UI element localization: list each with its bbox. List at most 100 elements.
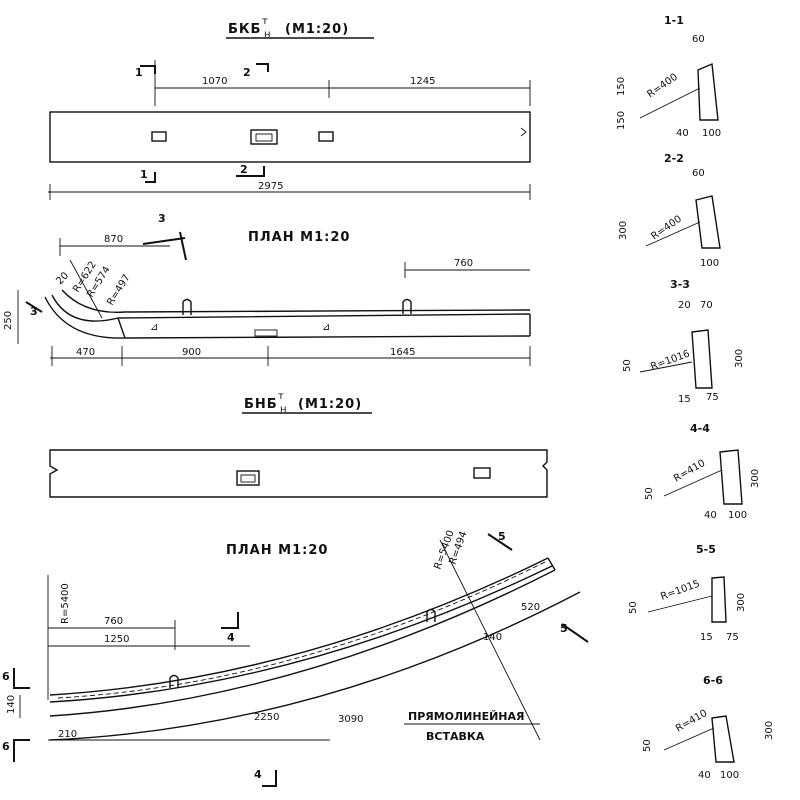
plan2-note-line1: ПРЯМОЛИНЕЙНАЯ	[408, 710, 525, 723]
plan1-dim-470: 470	[76, 347, 95, 358]
plan2-dim-140-right: 140	[483, 632, 502, 643]
plan2-beam-axis	[57, 561, 546, 699]
plan1-beam-inner-top	[61, 289, 531, 314]
plan2-section-5-top	[487, 533, 513, 551]
plan1-dim-870: 870	[104, 234, 123, 245]
beam-hole-left	[151, 131, 167, 142]
plan2-section-4-bottom	[262, 770, 277, 787]
section-6-6-label: 6-6	[703, 674, 723, 687]
dim-1245: 1245	[410, 76, 435, 87]
drawing2-elevation: БНБ т н (М1:20)	[49, 391, 548, 498]
section-6-6-dim-100: 100	[720, 770, 739, 781]
plan2-beam-bottom-edge	[49, 591, 581, 741]
section-1-1: 1-1 60 150 150 R=400 40 100	[616, 14, 721, 139]
section-4-4-profile	[719, 449, 743, 505]
section-mark-1-top: 1	[135, 66, 143, 79]
section-arrow-1-top	[140, 65, 156, 74]
plan1-mark-3-side: 3	[30, 305, 38, 318]
section-1-1-dim-40: 40	[676, 128, 689, 139]
drawing1-scale: (М1:20)	[285, 22, 349, 37]
plan1-marker-left: ⊿	[150, 322, 158, 333]
plan1-loop-right	[402, 298, 412, 314]
section-4-4-dim-100: 100	[728, 510, 747, 521]
drawing1-elevation: БКБ т н (М1:20) 1070 1245 1 2 1 2 2975	[48, 16, 531, 200]
plan2-note-line2: ВСТАВКА	[426, 730, 485, 743]
section-5-5-dim-50: 50	[628, 601, 639, 614]
plan1-marker-right: ⊿	[322, 322, 330, 333]
plan2-dim-3090: 3090	[338, 714, 363, 725]
plan2-title: ПЛАН М1:20	[226, 543, 328, 558]
plan1-loop-left	[182, 298, 192, 315]
plan1-dim-20: 20	[54, 270, 71, 287]
plan1-mark-3-top: 3	[158, 212, 166, 225]
drawing2-title-sup: т	[278, 391, 284, 402]
section-3-3-dim-50: 50	[622, 359, 633, 372]
plan2-dim-2250: 2250	[254, 712, 279, 723]
section-2-2-label: 2-2	[664, 152, 684, 165]
beam-lifting-loop-inner	[255, 133, 273, 142]
section-1-1-dim-150b: 150	[616, 111, 627, 130]
plan2: ПЛАН М1:20 R=5400 760 1250 4 R=5400 R=49…	[2, 529, 589, 787]
section-5-5: 5-5 50 R=1015 300 15 75	[628, 543, 747, 643]
plan2-mark-6-top: 6	[2, 670, 10, 683]
drawing1-title-sub: н	[264, 29, 271, 40]
plan1-section-3-side	[25, 301, 43, 313]
plan2-loop-left	[169, 674, 179, 688]
plan2-beam-end	[547, 557, 556, 571]
plan1-dim-900: 900	[182, 347, 201, 358]
section-arrow-2-top	[256, 63, 269, 72]
plan2-mark-5-top: 5	[498, 530, 506, 543]
plan2-leader-diagonal	[439, 539, 541, 741]
plan2-beam-top	[49, 557, 549, 696]
plan1-title: ПЛАН М1:20	[248, 230, 350, 245]
dim-1070: 1070	[202, 76, 227, 87]
plan1-dim-760: 760	[454, 258, 473, 269]
beam-bnb-elevation	[49, 449, 548, 498]
drawing2-title-sub: н	[280, 404, 287, 415]
plan2-beam-lower	[49, 569, 556, 717]
section-3-3-label: 3-3	[670, 278, 690, 291]
section-1-1-profile	[697, 62, 719, 121]
plan1-beam-bottom	[44, 296, 531, 339]
section-5-5-dim-75: 75	[726, 632, 739, 643]
plan2-mark-6-bottom: 6	[2, 740, 10, 753]
section-6-6-radius: R=410	[674, 708, 709, 735]
plan1-plate	[254, 329, 278, 337]
plan1-beam-joint	[117, 317, 126, 339]
section-arrow-1-bottom	[145, 172, 156, 183]
section-mark-2-bottom: 2	[240, 163, 248, 176]
section-6-6-dim-300: 300	[764, 721, 775, 740]
drawing1-title: БКБ	[228, 22, 261, 37]
plan1: ПЛАН М1:20 870 3 760 20 R=622 R=574 R=49…	[3, 212, 531, 366]
section-2-2-radius-line	[645, 221, 701, 247]
section-2-2-dim-300: 300	[618, 221, 629, 240]
plan2-loop-right	[426, 608, 436, 622]
section-3-3-dim-70: 70	[700, 300, 713, 311]
plan2-beam-top-inner	[49, 565, 553, 703]
section-6-6-profile	[711, 715, 735, 763]
plan1-dim-250: 250	[3, 311, 14, 330]
plan2-mark-4-bottom: 4	[254, 768, 262, 781]
drawing1-title-sup: т	[262, 16, 268, 27]
section-2-2-radius: R=400	[649, 214, 684, 243]
beam-end-notch	[520, 127, 527, 137]
section-1-1-dim-100: 100	[702, 128, 721, 139]
section-4-4-radius-line	[663, 469, 723, 497]
section-2-2-dim-100: 100	[700, 258, 719, 269]
section-2-2-profile	[695, 195, 721, 249]
beam2-lifting-loop-inner	[240, 474, 256, 483]
drawing2-title: БНБ	[244, 397, 278, 412]
section-4-4-dim-50: 50	[644, 487, 655, 500]
section-5-5-dim-300: 300	[736, 593, 747, 612]
section-3-3-dim-300: 300	[734, 349, 745, 368]
plan1-section-3-arrow	[179, 231, 187, 261]
plan1-radius-497: R=497	[105, 273, 133, 308]
plan2-section-4-top	[221, 612, 239, 629]
plan1-radius-leader	[69, 259, 103, 319]
plan1-beam-outer	[51, 294, 531, 322]
section-mark-2-top: 2	[243, 66, 251, 79]
beam-bkb-elevation	[49, 111, 531, 163]
plan2-section-6-bottom	[13, 739, 30, 762]
plan2-dim-140-left: 140	[6, 695, 17, 714]
section-5-5-label: 5-5	[696, 543, 716, 556]
